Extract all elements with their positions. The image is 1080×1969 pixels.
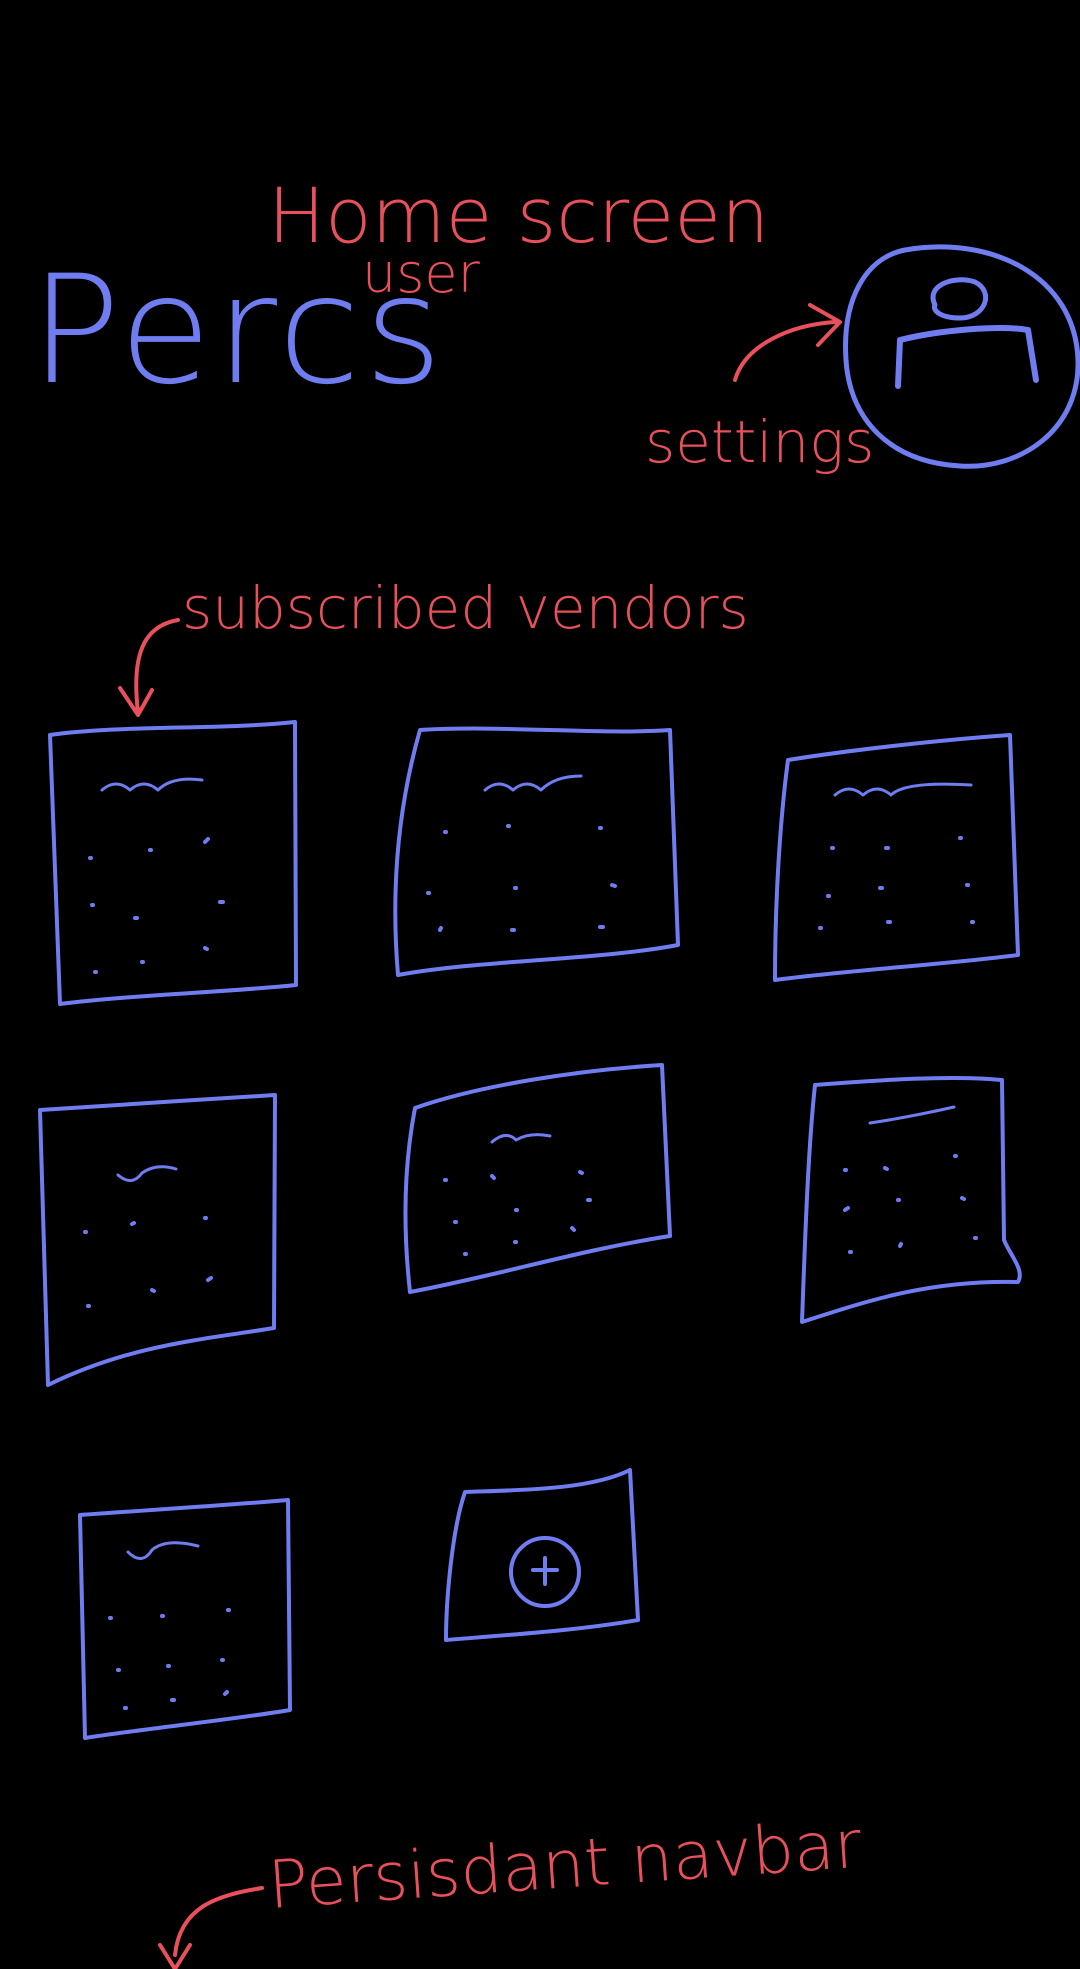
screen-title-annotation: Home screen [268,171,769,260]
subscribed-vendors-annotation: subscribed vendors [182,574,749,642]
add-vendor-card-button[interactable] [444,1468,640,1642]
vendor-card[interactable] [48,720,298,1006]
vendor-card[interactable] [78,1498,292,1740]
navbar-arrow [158,1886,264,1969]
user-avatar-icon [895,277,1039,389]
vendor-card[interactable] [393,726,680,977]
persistent-navbar-annotation: Persisdant navbar [266,1806,865,1924]
subscribed-vendors-arrow [118,618,180,717]
settings-arrow [733,303,842,382]
vendor-card[interactable] [773,733,1020,982]
settings-annotation: settings [645,408,874,476]
profile-settings-button[interactable] [843,244,1080,469]
vendor-card[interactable] [800,1075,1022,1324]
vendor-card[interactable] [38,1093,277,1387]
plus-circle-icon [509,1536,581,1608]
vendor-card[interactable] [403,1063,672,1294]
user-annotation: user [362,242,481,305]
app-logo-title: Percs [30,244,446,418]
